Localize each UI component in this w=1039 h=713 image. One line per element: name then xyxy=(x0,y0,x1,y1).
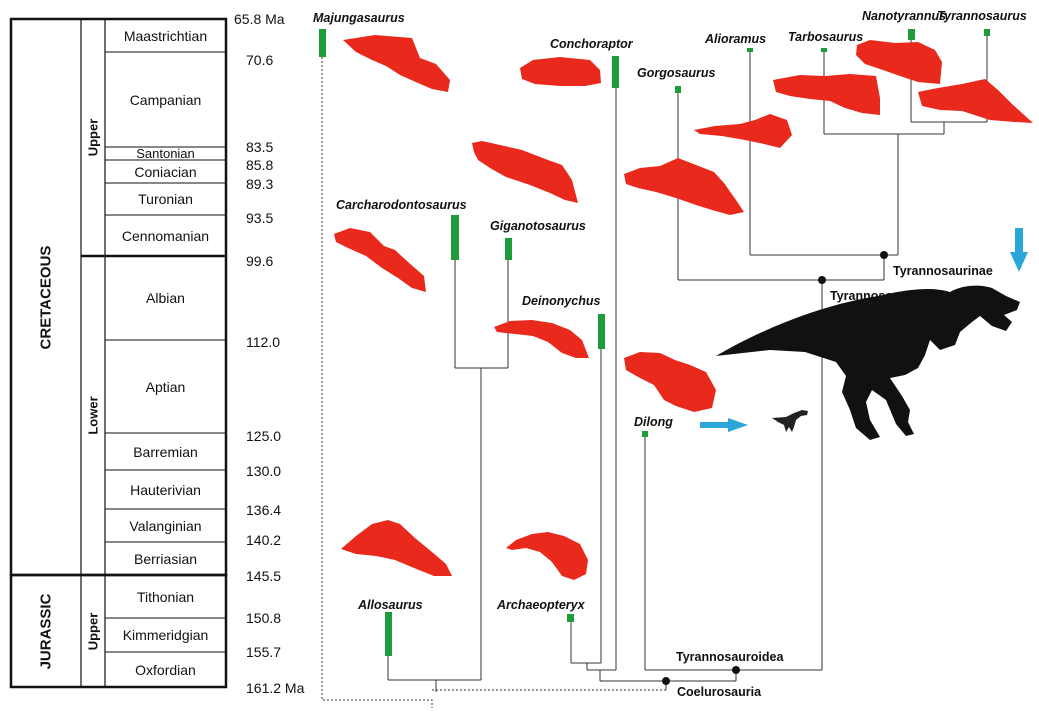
node-tyrannosaurinae xyxy=(880,251,888,259)
silhouette-majungasaurus xyxy=(343,35,450,92)
silhouette-archaeopteryx xyxy=(506,532,588,580)
clade-label: Tyrannosauroidea xyxy=(676,650,783,664)
clade-label: Tyrannosauridae xyxy=(830,289,930,303)
clade-label: Tyrannosaurinae xyxy=(893,264,993,278)
range-gorgosaurus xyxy=(675,86,681,93)
small-dinosaur-silhouette xyxy=(772,410,808,432)
taxon-label: Tarbosaurus xyxy=(788,30,863,44)
range-archaeopteryx xyxy=(567,614,574,622)
range-allosaurus xyxy=(385,612,392,656)
silhouette-gorgosaurus xyxy=(624,158,744,215)
taxon-label: Allosaurus xyxy=(358,598,423,612)
range-alioramus xyxy=(747,48,753,52)
taxon-label: Nanotyrannus xyxy=(862,9,946,23)
range-tyrannosaurus xyxy=(984,29,990,36)
silhouette-alioramus xyxy=(694,114,792,148)
arrow-down-icon xyxy=(1010,228,1028,272)
silhouette-conchoraptor xyxy=(520,57,601,86)
range-nanotyrannus xyxy=(908,29,915,40)
node-coelurosauria xyxy=(662,677,670,685)
taxon-label: Gorgosaurus xyxy=(637,66,716,80)
clade-label: Coelurosauria xyxy=(677,685,761,699)
silhouette-tarbosaurus xyxy=(773,74,880,115)
taxon-label: Majungasaurus xyxy=(313,11,405,25)
arrow-right-icon xyxy=(700,418,748,432)
range-conchoraptor xyxy=(612,56,619,88)
silhouette-upper-middle xyxy=(472,141,578,203)
range-majungasaurus xyxy=(319,29,326,57)
taxon-label: Tyrannosaurus xyxy=(937,9,1027,23)
silhouette-allosaurus xyxy=(341,520,452,576)
tyrannosaur-silhouette xyxy=(716,286,1020,440)
silhouette-dilong xyxy=(624,352,716,412)
node-tyrannosauroidea xyxy=(732,666,740,674)
taxon-label: Carcharodontosaurus xyxy=(336,198,467,212)
taxon-label: Giganotosaurus xyxy=(490,219,586,233)
range-giganotosaurus xyxy=(505,238,512,260)
taxon-label: Dilong xyxy=(634,415,673,429)
node-tyrannosauridae xyxy=(818,276,826,284)
taxon-label: Alioramus xyxy=(705,32,766,46)
range-carcharodontosaurus xyxy=(451,215,459,260)
range-deinonychus xyxy=(598,314,605,349)
range-tarbosaurus xyxy=(821,48,827,52)
silhouette-tyrannosaurus xyxy=(918,79,1033,123)
taxon-label: Deinonychus xyxy=(522,294,601,308)
range-dilong xyxy=(642,431,648,437)
silhouette-carcharodontosaurus xyxy=(334,228,426,292)
taxon-label: Archaeopteryx xyxy=(497,598,585,612)
taxon-label: Conchoraptor xyxy=(550,37,633,51)
